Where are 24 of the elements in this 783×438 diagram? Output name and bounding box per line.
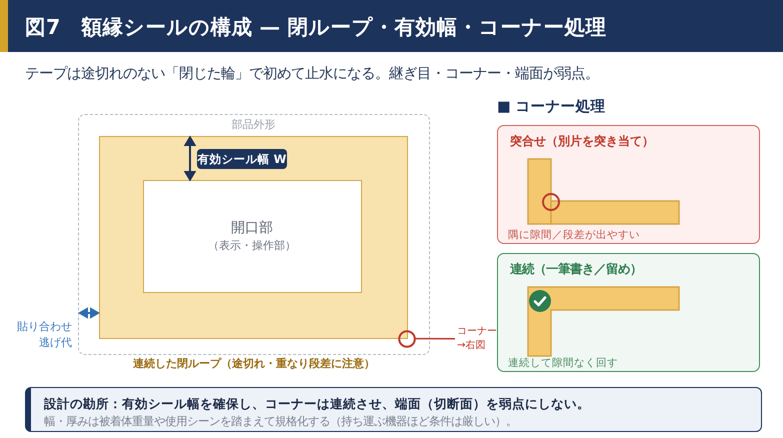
panel-note: 連続して隙間なく回す (508, 356, 618, 370)
callout-text: コーナー→右図 (455, 325, 501, 353)
joint-panel (497, 125, 760, 244)
leader-line (414, 338, 455, 340)
outline-label: 部品外形 (230, 118, 276, 132)
tape-frame (98, 136, 408, 338)
opening-box (143, 180, 362, 293)
note-heading: 設計の勘所：有効シール幅を確保し、コーナーは連続させ、端面（切断面）を弱点にしない。 (44, 395, 590, 412)
opening-sublabel: （表示・操作部） (207, 238, 297, 253)
panel-heading: 突合せ（別片を突き当て） (510, 133, 654, 149)
loop-caption: 連続した閉ループ（途切れ・重なり段差に注意） (132, 356, 376, 371)
outline-box (78, 114, 430, 355)
note-box (25, 387, 762, 432)
subtitle: テープは途切れのない「閉じた輪」で初めて止水になる。継ぎ目・コーナー・端面が弱点。 (25, 64, 599, 84)
panel-heading: 連続（一筆書き／留め） (510, 261, 642, 277)
panel-note: 隅に隙間／段差が出やすい (508, 228, 640, 242)
section-heading: ■ コーナー処理 (497, 98, 606, 117)
opening-label: 開口部 (230, 219, 274, 237)
title: 図7 額縁シールの構成 — 閉ループ・有効幅・コーナー処理 (25, 14, 606, 40)
note-text: 幅・厚みは被着体重量や使用シーンを踏まえて規格化する（持ち運ぶ機器ほど条件は厳しい）。 (44, 414, 517, 428)
circle-marker (398, 330, 416, 348)
joint-panel (497, 253, 760, 372)
dimension-label: 貼り合わせ逃げ代 (16, 319, 72, 351)
width-badge: 有効シール幅 W (197, 149, 287, 169)
